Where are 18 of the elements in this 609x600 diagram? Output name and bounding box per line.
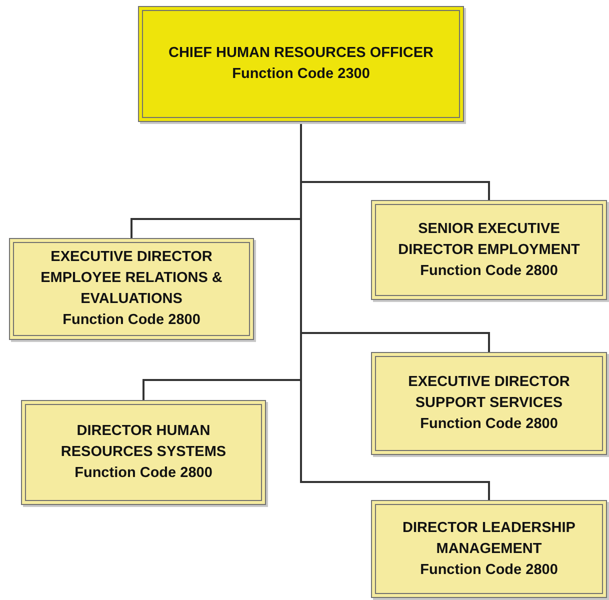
org-box	[138, 6, 464, 122]
position-title: SENIOR EXECUTIVE DIRECTOR EMPLOYMENT	[397, 220, 581, 260]
function-code-text: Function Code 2800	[420, 560, 558, 580]
function-code-text: Function Code 2300	[232, 65, 370, 84]
org-box	[21, 400, 266, 505]
position-title: EXECUTIVE DIRECTOR SUPPORT SERVICES	[407, 373, 571, 413]
org-box	[9, 238, 254, 340]
function-code-text: Function Code 2800	[74, 464, 212, 483]
position-title: EXECUTIVE DIRECTOR EMPLOYEE RELATIONS & EVALUATIONS	[40, 248, 224, 309]
function-code-text: Function Code 2800	[420, 262, 558, 280]
function-code-text: Function Code 2800	[420, 415, 558, 434]
org-box	[371, 500, 607, 598]
function-code-text: Function Code 2800	[62, 311, 200, 330]
position-title: DIRECTOR HUMAN RESOURCES SYSTEMS	[60, 422, 228, 462]
org-box	[371, 352, 607, 455]
position-title: CHIEF HUMAN RESOURCES OFFICER	[168, 44, 434, 63]
org-box	[371, 200, 607, 300]
position-title: DIRECTOR LEADERSHIP MANAGEMENT	[402, 518, 576, 558]
